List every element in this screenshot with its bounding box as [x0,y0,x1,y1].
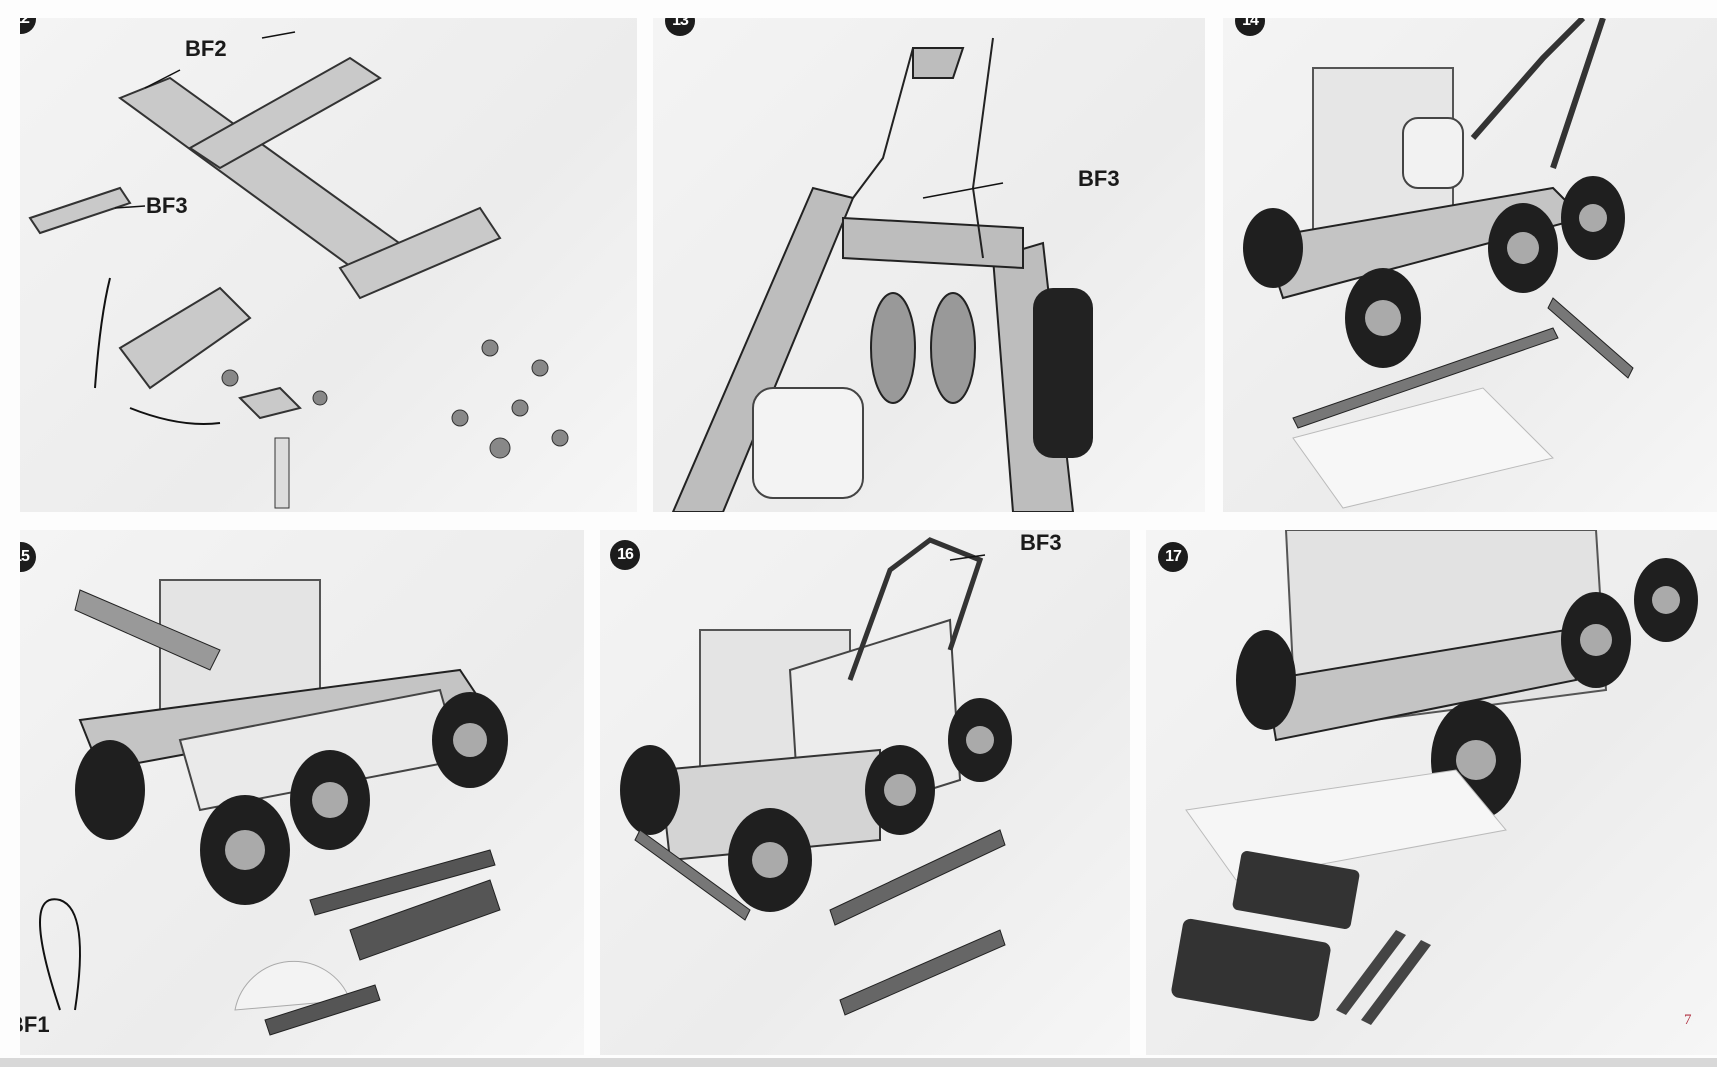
step-16-panel: 16 BF3 [600,530,1130,1055]
part-label-bf2: BF2 [185,36,227,61]
step-16-illustration [620,537,1012,1016]
step-12-illustration [28,31,569,509]
part-label-bf1: BF1 [20,1012,50,1037]
step-12-panel: 12 BF2 BF3 [20,18,637,512]
step-number-badge: 14 [1235,18,1265,36]
step-17-illustration [1171,530,1698,1025]
step-15-illustration [39,579,508,1036]
step-15-panel: 15 BF1 [20,530,584,1055]
step-13-illustration [671,37,1093,512]
step-14-panel: 14 [1223,18,1717,512]
part-label-bf3: BF3 [1078,166,1120,191]
page-number: 7 [1684,1012,1692,1028]
part-label-bf3: BF3 [146,193,188,218]
step-14-illustration [1243,18,1634,509]
step-number-badge: 17 [1158,542,1188,572]
step-17-panel: 17 [1146,530,1717,1055]
part-label-bf3: BF3 [1020,530,1062,555]
step-13-panel: 13 BF3 [653,18,1205,512]
step-number-badge: 16 [610,540,640,570]
step-number-badge: 13 [665,18,695,36]
step-number-badge: 15 [20,542,36,572]
scan-edge [0,1058,1717,1067]
